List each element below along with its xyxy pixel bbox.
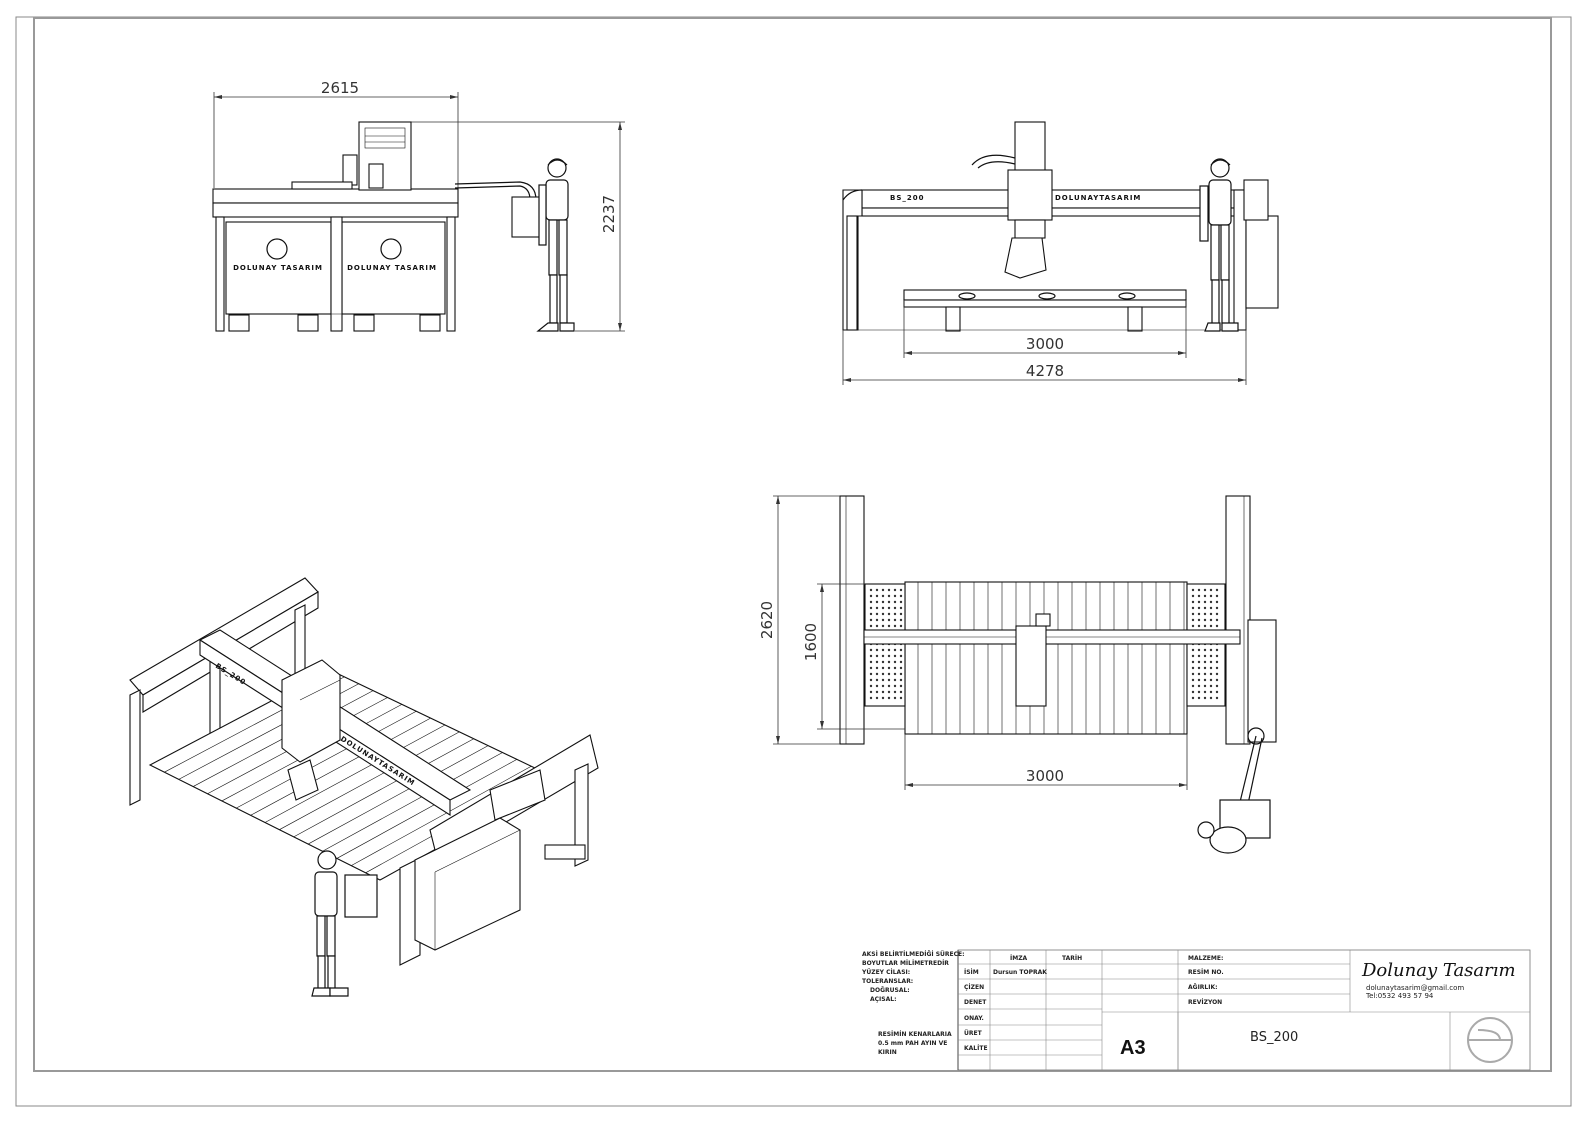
dim-top-table: 1600 (802, 623, 820, 661)
note-line4: TOLERANSLAR: (862, 978, 913, 985)
field-agirlik: AĞIRLIK: (1188, 984, 1218, 991)
note-edge2: 0.5 mm PAH AYIN VE (878, 1040, 947, 1047)
field-malzeme: MALZEME: (1188, 955, 1223, 962)
note-line3: YÜZEY CİLASI: (861, 969, 910, 976)
dim-side-total: 4278 (1026, 362, 1064, 380)
inner-border (33, 17, 1552, 1072)
note-edge1: RESİMİN KENARLARIA (878, 1031, 952, 1038)
field-resim-no: RESİM NO. (1188, 969, 1224, 976)
row-denet: DENET (964, 999, 987, 1006)
person-front-icon (536, 158, 575, 332)
note-line2: BOYUTLAR MİLİMETREDİR (862, 960, 949, 967)
side-view: BS_200 DOLUNAYTASARIM (842, 121, 1279, 385)
note-edge3: KIRIN (878, 1049, 897, 1056)
note-line1: AKSİ BELİRTİLMEDİĞİ SÜRECE: (862, 951, 965, 958)
outer-border (15, 16, 1572, 1107)
isometric-view: DOLUNAYTASARIM BS_200 (129, 577, 599, 997)
person-side-icon (1199, 158, 1239, 332)
row-isim: İSİM (964, 969, 979, 976)
row-cizen: ÇİZEN (964, 984, 984, 991)
person-top-icon (1197, 799, 1271, 854)
row-kalite: KALİTE (964, 1045, 988, 1052)
title-block: AKSİ BELİRTİLMEDİĞİ SÜRECE: BOYUTLAR MİL… (861, 949, 1531, 1071)
sheet-size: A3 (1120, 1037, 1146, 1059)
dim-front-width: 2615 (321, 79, 359, 97)
company-logo-text: Dolunay Tasarım (1361, 960, 1516, 981)
drawn-by: Dursun TOPRAK (993, 969, 1047, 976)
side-model-badge: BS_200 (890, 194, 925, 202)
note-line6: AÇISAL: (870, 996, 896, 1003)
dim-side-inner: 3000 (1026, 335, 1064, 353)
company-email: dolunaytasarim@gmail.com (1366, 984, 1464, 992)
company-mark-icon (1467, 1017, 1513, 1063)
note-line5: DOĞRUSAL: (870, 987, 910, 994)
top-view: 2620 1600 3000 (758, 495, 1277, 854)
company-phone: Tel:0532 493 57 94 (1365, 992, 1434, 1000)
field-revizyon: REVİZYON (1188, 999, 1222, 1006)
front-view: 2615 2237 DOLUNAY TASARIM DOLUNAY TASARI… (212, 79, 625, 332)
drawing-name: BS_200 (1250, 1030, 1298, 1045)
row-onay: ONAY. (964, 1015, 984, 1022)
dim-top-depth: 2620 (758, 601, 776, 639)
person-iso-icon (311, 850, 378, 997)
dim-top-width: 3000 (1026, 767, 1064, 785)
header-imza: İMZA (1010, 955, 1028, 962)
cabinet-brand-left: DOLUNAY TASARIM (233, 264, 323, 272)
header-tarih: TARİH (1062, 955, 1082, 962)
side-brand-bar: DOLUNAYTASARIM (1055, 194, 1141, 202)
row-uret: ÜRET (964, 1030, 983, 1037)
dim-front-height: 2237 (600, 195, 618, 233)
cabinet-brand-right: DOLUNAY TASARIM (347, 264, 437, 272)
